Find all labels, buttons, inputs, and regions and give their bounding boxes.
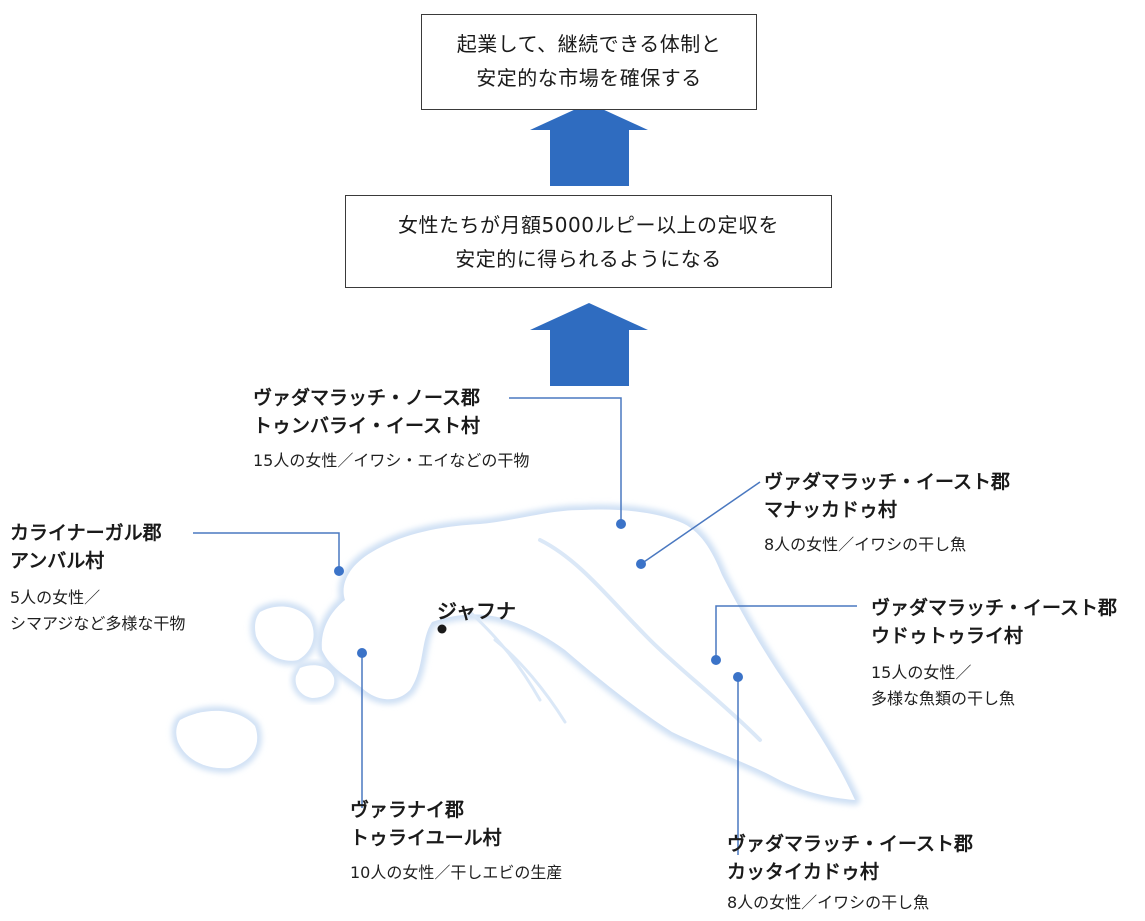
site-district: カライナーガル郡	[10, 522, 162, 544]
site-label-ambal: カライナーガル郡 アンバル村 5人の女性／ シマアジなど多様な干物	[10, 519, 185, 637]
site-marker-kattaikadu	[733, 672, 743, 682]
site-marker-thumbalai	[616, 519, 626, 529]
leader-line-uduthurai	[715, 605, 857, 660]
up-arrow-middle	[530, 303, 648, 386]
site-description: 10人の女性／干しエビの生産	[350, 863, 563, 882]
leader-line-manakkadu	[640, 481, 761, 565]
goal-middle-line2: 安定的に得られるようになる	[455, 247, 722, 271]
city-label-jaffna: ジャフナ	[437, 599, 516, 623]
site-village: マナッカドゥ村	[764, 499, 898, 521]
goal-box-middle: 女性たちが月額5000ルピー以上の定収を 安定的に得られるようになる	[345, 195, 832, 288]
site-description-line1: 5人の女性／	[10, 588, 101, 607]
site-village: トゥライユール村	[350, 827, 502, 849]
site-village: アンバル村	[10, 550, 105, 572]
site-district: ヴァダマラッチ・イースト郡	[764, 471, 1011, 493]
site-description-line2: 多様な魚類の干し魚	[871, 689, 1016, 708]
site-label-thuraiyur: ヴァラナイ郡 トゥライユール村 10人の女性／干しエビの生産	[350, 796, 562, 886]
site-village: トゥンバライ・イースト村	[253, 415, 481, 437]
site-description-line1: 15人の女性／	[871, 663, 972, 682]
site-marker-uduthurai	[711, 655, 721, 665]
site-label-kattaikadu: ヴァダマラッチ・イースト郡 カッタイカドゥ村 8人の女性／イワシの干し魚	[727, 830, 973, 916]
goal-top-line2: 安定的な市場を確保する	[476, 66, 702, 90]
site-label-thumbalai: ヴァダマラッチ・ノース郡 トゥンバライ・イースト村 15人の女性／イワシ・エイな…	[253, 384, 529, 474]
goal-middle-line1: 女性たちが月額5000ルピー以上の定収を	[398, 213, 779, 237]
site-district: ヴァダマラッチ・ノース郡	[253, 387, 481, 409]
city-marker-jaffna	[437, 624, 447, 634]
site-description: 8人の女性／イワシの干し魚	[764, 535, 967, 554]
leader-line-thumbalai	[509, 397, 622, 524]
site-marker-thuraiyur	[357, 648, 367, 658]
up-arrow-top	[530, 103, 648, 186]
site-district: ヴァラナイ郡	[350, 799, 465, 821]
leader-line-ambal	[193, 532, 340, 571]
site-district: ヴァダマラッチ・イースト郡	[727, 833, 974, 855]
site-marker-ambal	[334, 566, 344, 576]
goal-top-line1: 起業して、継続できる体制と	[456, 32, 722, 56]
goal-box-top: 起業して、継続できる体制と 安定的な市場を確保する	[421, 14, 757, 110]
site-label-uduthurai: ヴァダマラッチ・イースト郡 ウドゥトゥライ村 15人の女性／ 多様な魚類の干し魚	[871, 594, 1117, 712]
site-district: ヴァダマラッチ・イースト郡	[871, 597, 1118, 619]
site-village: カッタイカドゥ村	[727, 861, 880, 883]
site-description-line2: シマアジなど多様な干物	[10, 614, 186, 633]
site-label-manakkadu: ヴァダマラッチ・イースト郡 マナッカドゥ村 8人の女性／イワシの干し魚	[764, 468, 1010, 558]
islands	[171, 601, 339, 773]
site-village: ウドゥトゥライ村	[871, 625, 1024, 647]
site-description: 8人の女性／イワシの干し魚	[727, 893, 930, 912]
site-marker-manakkadu	[636, 559, 646, 569]
site-description: 15人の女性／イワシ・エイなどの干物	[253, 451, 530, 470]
